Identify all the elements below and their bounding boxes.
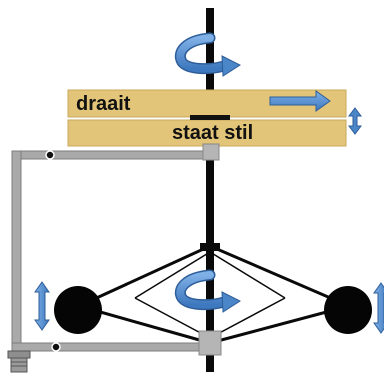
upper-hub	[200, 243, 220, 251]
left-double-arrow-icon	[34, 281, 50, 331]
pivot-top	[45, 150, 55, 160]
double-vertical-arrow-icon	[348, 107, 362, 135]
rotation-arrow-icon	[174, 32, 242, 77]
governor-inner-links	[134, 251, 286, 339]
horizontal-arrow-icon	[269, 90, 331, 112]
right-double-arrow-icon	[373, 282, 384, 334]
vertical-shaft	[206, 8, 214, 372]
left-ball	[54, 286, 102, 334]
lever-bottom-arm	[11, 342, 211, 352]
upper-plate-label: draait	[76, 93, 131, 115]
lower-rotation-arrow-icon	[174, 269, 242, 313]
lower-plate	[67, 119, 347, 147]
lower-plate-label: staat stil	[172, 122, 253, 144]
contact-strip	[190, 115, 230, 120]
lever-vertical-arm	[11, 150, 22, 352]
bolt-icon	[7, 350, 31, 373]
upper-collar	[202, 143, 220, 161]
pivot-bottom	[51, 342, 61, 352]
lever-top-arm	[11, 150, 219, 160]
right-ball	[324, 286, 372, 334]
lower-collar	[198, 330, 222, 356]
